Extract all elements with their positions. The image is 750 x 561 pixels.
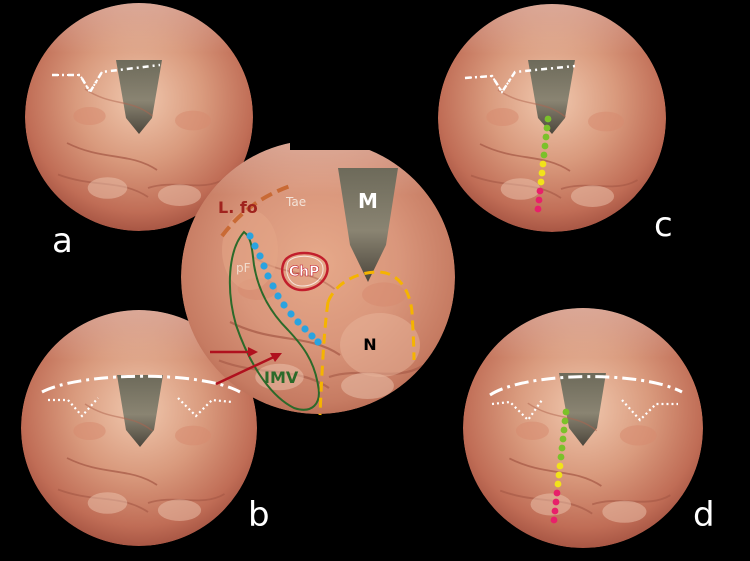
- panel-d-image: [463, 308, 703, 548]
- panel-letter-a: a: [52, 221, 73, 261]
- center-panel-image: [181, 140, 455, 414]
- panel-c-image: [438, 4, 666, 232]
- fastigium-label-bg: [312, 414, 412, 438]
- brainstem-label-bg: [290, 122, 410, 150]
- panel-letter-d: d: [693, 495, 715, 535]
- panel-letter-c: c: [654, 205, 673, 245]
- panel-letter-b: b: [248, 495, 270, 535]
